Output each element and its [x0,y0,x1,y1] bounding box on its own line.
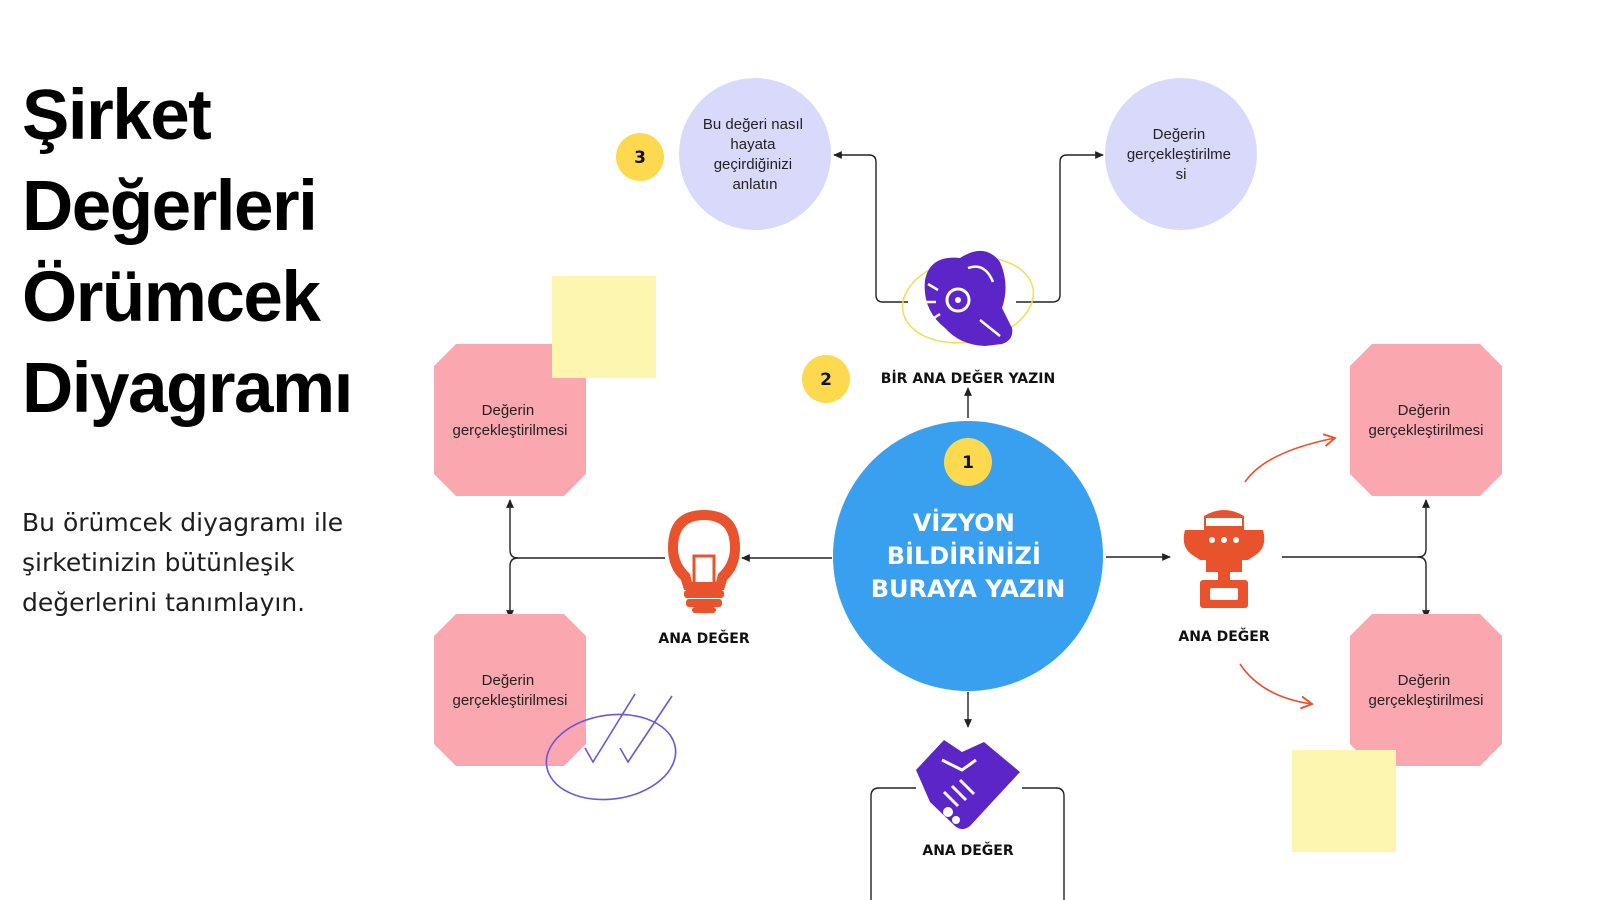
realize-circle: Değerin gerçekleştirilme si [1105,78,1257,230]
octagon-left-bottom-line: Değerin [482,672,535,689]
octagon-left-bottom-line: gerçekleştirilmesi [452,692,567,709]
vision-line: BİLDİRİNİZİ [887,541,1041,570]
vision-line: VİZYON [913,508,1015,537]
octagon-left-bottom: Değerin gerçekleştirilmesi [434,614,586,766]
title-line: Değerleri [22,167,318,246]
svg-text:Değerin gerçekleştirilme: Değerin gerçekleştirilme si [1127,126,1235,183]
how-circle-line: hayata [730,136,776,153]
svg-text:Değerin gerçekleştirilme: Değerin gerçekleştirilmesi [452,402,567,439]
octagon-right-bottom-line: gerçekleştirilmesi [1368,692,1483,709]
handshake-icon [916,740,1020,829]
connector-left-branch-down [506,557,519,619]
svg-text:2: 2 [820,370,832,390]
step-badge-3: 3 [616,133,664,181]
realize-circle-line: si [1176,166,1187,183]
octagon-right-top-line: Değerin [1398,402,1451,419]
connectors [506,151,1430,900]
top-value-label: BİR ANA DEĞER YAZIN [881,369,1055,387]
octagon-left-top-line: Değerin [482,402,535,419]
octagon-right-bottom: Değerin gerçekleştirilmesi [1350,614,1502,766]
sticky-note-left [552,276,656,378]
title-line: Örümcek [22,258,321,337]
svg-text:3: 3 [634,148,646,168]
vision-center-circle: VİZYON BİLDİRİNİZİ BURAYA YAZIN [833,421,1103,691]
octagon-right-bottom-line: Değerin [1398,672,1451,689]
left-value-label: ANA DEĞER [658,629,750,647]
how-circle-line: anlatın [732,176,777,193]
realize-circle-line: gerçekleştirilme [1127,146,1231,163]
page-description: Bu örümcek diyagramı ile şirketinizin bü… [22,508,344,617]
step-badge-1: 1 [944,438,992,486]
lightbulb-icon [668,510,740,613]
svg-text:1: 1 [962,453,974,473]
octagon-right-top-line: gerçekleştirilmesi [1368,422,1483,439]
octagon-right-top: Değerin gerçekleştirilmesi [1350,344,1502,496]
ok-hand-icon [901,250,1035,346]
curved-arrow-up [1244,433,1337,483]
svg-text:VİZYON BİLDİRİNİZİ: VİZYON BİLDİRİNİZİ BURAYA YAZIN [871,508,1066,603]
vision-line: BURAYA YAZIN [871,575,1066,603]
page-title: Şirket Değerleri Örümcek Diyagramı [22,70,402,434]
check-scribble-icon [545,693,677,801]
octagon-left-top-line: gerçekleştirilmesi [452,422,567,439]
connector-left-branch [506,499,665,559]
realize-circle-line: Değerin [1153,126,1206,143]
connector-top-to-how [833,151,908,303]
curved-arrow-down [1239,663,1314,710]
svg-text:Değerin gerçekleştirilme: Değerin gerçekleştirilmesi [1368,402,1483,439]
trophy-icon [1183,510,1265,608]
step-badge-2: 2 [802,355,850,403]
connector-bottom-left [870,787,916,900]
sticky-note-right [1292,750,1396,852]
title-line: Şirket [22,76,212,155]
bottom-value-label: ANA DEĞER [922,841,1014,859]
right-value-label: ANA DEĞER [1178,627,1270,645]
connector-right-branch [1282,499,1430,558]
connector-right-branch-down [1417,556,1430,619]
connector-bottom-right [1022,787,1065,900]
title-line: Diyagramı [22,349,353,428]
octagon-left-top: Değerin gerçekleştirilmesi [434,344,586,496]
svg-text:Değerin gerçekleştirilme: Değerin gerçekleştirilmesi [1368,672,1483,709]
connector-top-to-realize [1016,151,1104,303]
svg-text:Bu değeri nasıl hayata: Bu değeri nasıl hayata geçirdiğinizi anl… [703,116,807,193]
how-circle-line: Bu değeri nasıl [703,116,803,133]
how-circle-line: geçirdiğinizi [714,156,792,173]
how-circle: Bu değeri nasıl hayata geçirdiğinizi anl… [679,78,831,230]
svg-text:Değerin gerçekleştirilme: Değerin gerçekleştirilmesi [452,672,567,709]
